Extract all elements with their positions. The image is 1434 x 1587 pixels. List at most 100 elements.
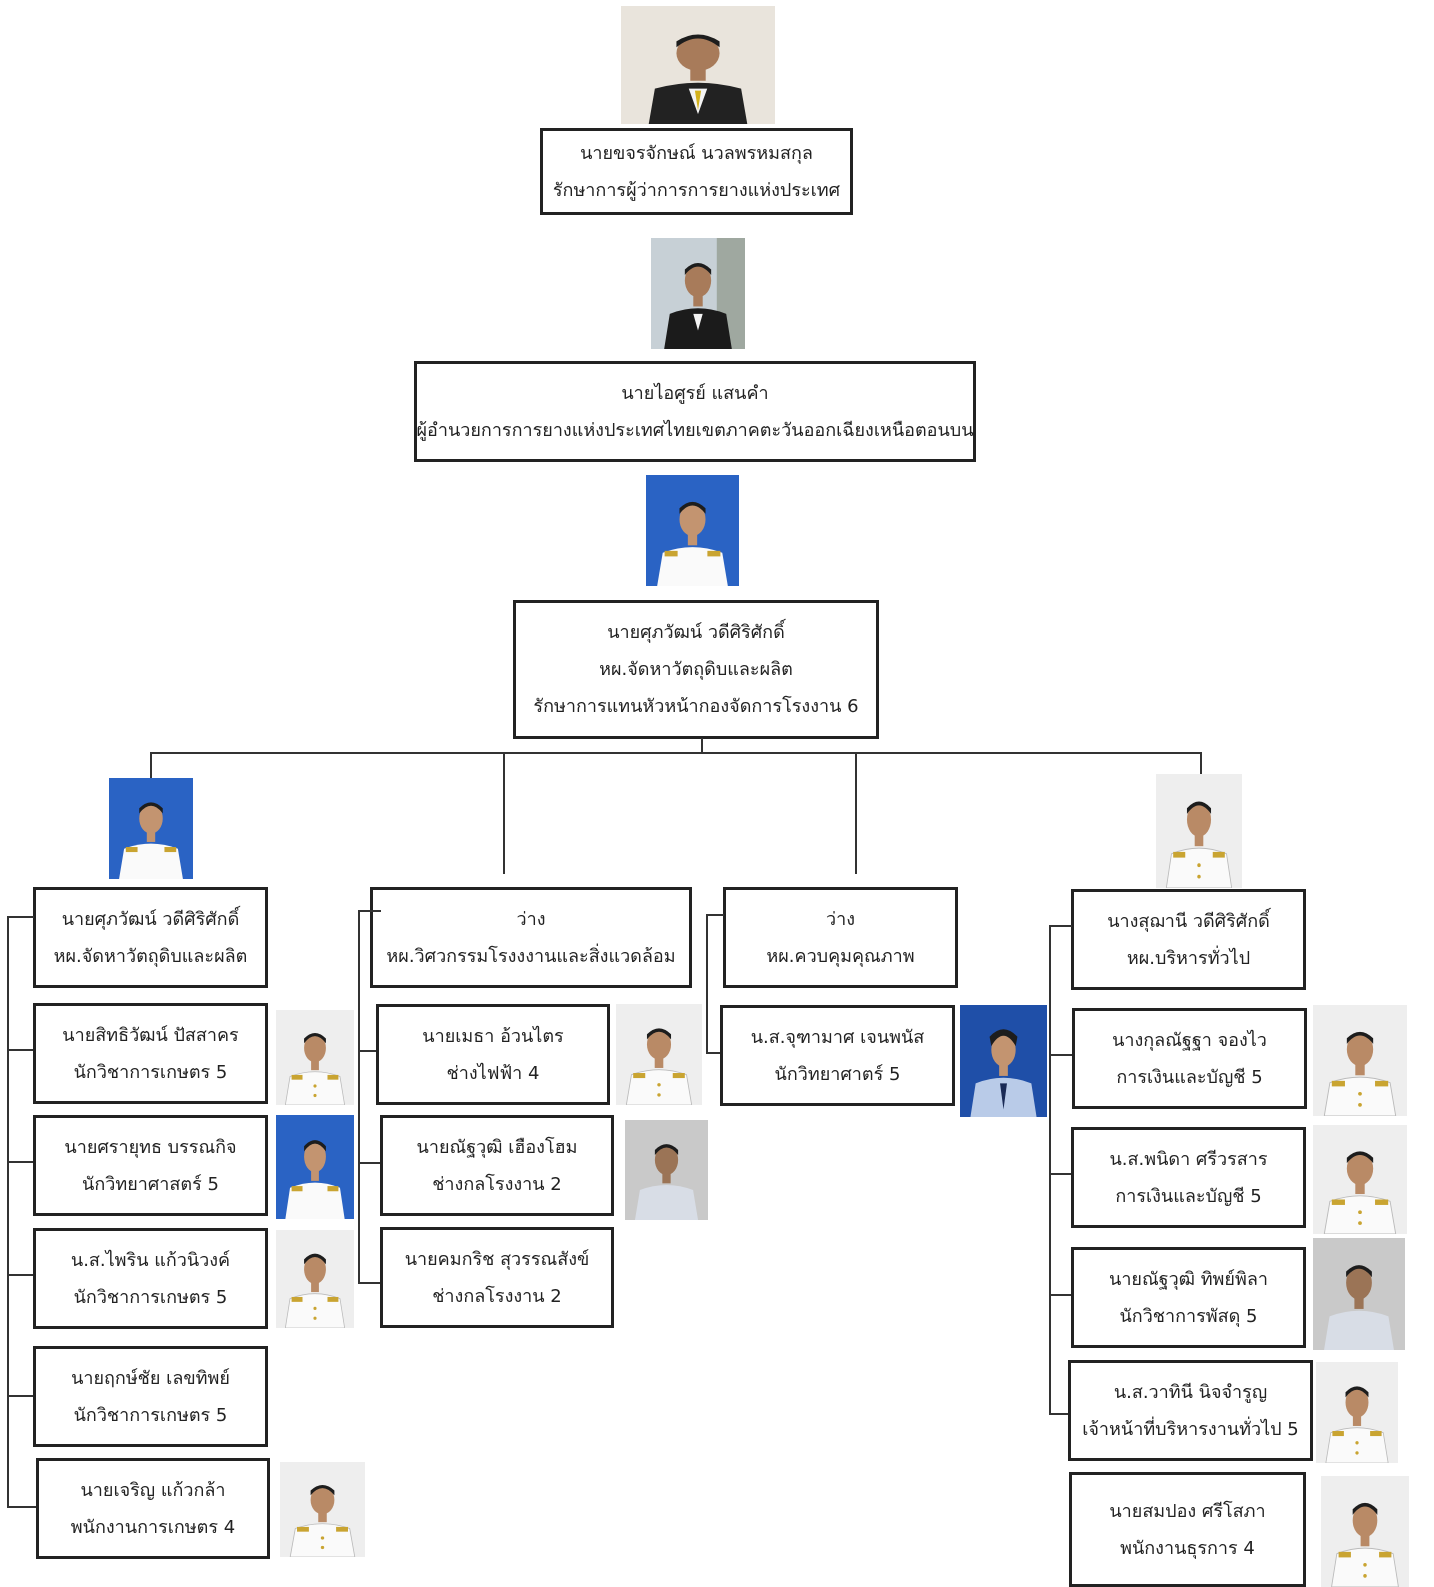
director-title: ผู้อำนวยการการยางแห่งประเทศไทยเขตภาคตะวั… bbox=[416, 419, 974, 441]
manager-line3: รักษาการแทนหัวหน้ากองจัดการโรงงาน 6 bbox=[533, 696, 859, 717]
connector-line bbox=[1049, 1294, 1072, 1296]
staff-name: นายณัฐวุฒิ ทิพย์พิลา bbox=[1109, 1268, 1268, 1290]
connector-line bbox=[1049, 925, 1072, 927]
staff-name: นายเจริญ แก้วกล้า bbox=[80, 1479, 226, 1501]
col1-head-photo bbox=[109, 778, 193, 879]
director-photo bbox=[651, 238, 745, 349]
connector-line bbox=[1049, 925, 1051, 1415]
connector-line bbox=[7, 1395, 34, 1397]
top-photo bbox=[621, 6, 775, 124]
col3-head-node: ว่าง หผ.ควบคุมคุณภาพ bbox=[723, 887, 958, 988]
staff-title: พนักงานธุรการ 4 bbox=[1120, 1537, 1255, 1559]
connector-line bbox=[1049, 1173, 1072, 1175]
connector-line bbox=[150, 752, 152, 778]
col3-head-title: หผ.ควบคุมคุณภาพ bbox=[766, 945, 915, 967]
staff-title: นักวิทยาศาตร์ 5 bbox=[774, 1063, 901, 1085]
person-photo-icon bbox=[625, 1120, 708, 1220]
top-name: นายขจรจักษณ์ นวลพรหมสกุล bbox=[580, 142, 813, 164]
staff-name: นายณัฐวุฒิ เฮืองโฮม bbox=[416, 1136, 578, 1158]
staff-name: นายสิทธิวัฒน์ ปัสสาคร bbox=[62, 1024, 239, 1046]
staff-title: ช่างกลโรงงาน 2 bbox=[432, 1173, 562, 1195]
col2-head-title: หผ.วิศวกรรมโรงงงานและสิ่งแวดล้อม bbox=[386, 945, 676, 967]
staff-title: นักวิทยาศาสตร์ 5 bbox=[82, 1173, 219, 1195]
col4-staff-node: น.ส.วาทินี นิจจำรูญ เจ้าหน้าที่บริหารงาน… bbox=[1068, 1360, 1313, 1461]
staff-photo bbox=[1313, 1125, 1407, 1234]
connector-line bbox=[855, 752, 857, 874]
person-photo-icon bbox=[1321, 1476, 1409, 1587]
connector-line bbox=[7, 916, 9, 1508]
staff-title: ช่างไฟฟ้า 4 bbox=[446, 1062, 540, 1084]
col1-head-node: นายศุภวัฒน์ วดีศิริศักดิ์ หผ.จัดหาวัตถุด… bbox=[33, 887, 268, 988]
person-photo-icon bbox=[1313, 1238, 1405, 1350]
staff-photo bbox=[276, 1115, 354, 1219]
connector-line bbox=[7, 1161, 34, 1163]
person-photo-icon bbox=[1316, 1362, 1398, 1463]
person-photo-icon bbox=[109, 778, 193, 879]
connector-line bbox=[358, 1282, 380, 1284]
col1-staff-node: นายศรายุทธ บรรณกิจ นักวิทยาศาสตร์ 5 bbox=[33, 1115, 268, 1216]
connector-line bbox=[358, 910, 381, 912]
director-name: นายไอศูรย์ แสนคำ bbox=[621, 382, 769, 404]
manager-photo bbox=[646, 475, 739, 586]
connector-line bbox=[706, 914, 708, 1054]
connector-line bbox=[1049, 1054, 1072, 1056]
connector-line bbox=[358, 1050, 376, 1052]
person-photo-icon bbox=[276, 1230, 354, 1328]
connector-line bbox=[706, 1052, 721, 1054]
connector-line bbox=[7, 1506, 37, 1508]
col1-staff-node: นายฤกษ์ชัย เลขทิพย์ นักวิชาการเกษตร 5 bbox=[33, 1346, 268, 1447]
top-title: รักษาการผู้ว่าการการยางแห่งประเทศ bbox=[552, 179, 841, 201]
staff-title: การเงินและบัญชี 5 bbox=[1116, 1066, 1263, 1088]
staff-name: นายเมธา อ้วนไตร bbox=[422, 1025, 564, 1047]
col2-staff-node: นายคมกริช สุวรรณสังข์ ช่างกลโรงงาน 2 bbox=[380, 1227, 614, 1328]
staff-name: น.ส.จุฑามาศ เจนพนัส bbox=[750, 1026, 925, 1048]
staff-title: นักวิชาการเกษตร 5 bbox=[73, 1286, 228, 1308]
staff-photo bbox=[960, 1005, 1047, 1117]
connector-line bbox=[358, 910, 360, 1283]
person-photo-icon bbox=[280, 1462, 365, 1557]
staff-photo bbox=[280, 1462, 365, 1557]
staff-photo bbox=[276, 1010, 354, 1105]
connector-line bbox=[503, 752, 505, 874]
person-photo-icon bbox=[646, 475, 739, 586]
col4-staff-node: น.ส.พนิดา ศรีวรสาร การเงินและบัญชี 5 bbox=[1071, 1127, 1306, 1228]
col1-staff-node: นายสิทธิวัฒน์ ปัสสาคร นักวิชาการเกษตร 5 bbox=[33, 1003, 268, 1104]
staff-photo bbox=[1316, 1362, 1398, 1463]
col1-head-title: หผ.จัดหาวัตถุดิบและผลิต bbox=[53, 945, 248, 967]
connector-line bbox=[706, 914, 724, 916]
staff-photo bbox=[1313, 1238, 1405, 1350]
col2-head-name: ว่าง bbox=[516, 908, 546, 930]
connector-line bbox=[701, 738, 703, 753]
person-photo-icon bbox=[1156, 774, 1242, 888]
connector-line bbox=[7, 1049, 34, 1051]
person-photo-icon bbox=[276, 1115, 354, 1219]
manager-name: นายศุภวัฒน์ วดีศิริศักดิ์ bbox=[607, 622, 785, 643]
col1-head-name: นายศุภวัฒน์ วดีศิริศักดิ์ bbox=[61, 908, 240, 930]
staff-title: การเงินและบัญชี 5 bbox=[1115, 1185, 1262, 1207]
col4-staff-node: นางกุลณัฐฐา จองไว การเงินและบัญชี 5 bbox=[1072, 1008, 1307, 1109]
col4-head-photo bbox=[1156, 774, 1242, 888]
staff-name: นายฤกษ์ชัย เลขทิพย์ bbox=[71, 1367, 230, 1389]
col3-head-name: ว่าง bbox=[825, 908, 855, 930]
staff-title: ช่างกลโรงงาน 2 bbox=[432, 1285, 562, 1307]
connector-line bbox=[7, 916, 34, 918]
staff-name: น.ส.วาทินี นิจจำรูญ bbox=[1113, 1381, 1268, 1403]
staff-title: เจ้าหน้าที่บริหารงานทั่วไป 5 bbox=[1082, 1418, 1299, 1440]
col4-staff-node: นายสมปอง ศรีโสภา พนักงานธุรการ 4 bbox=[1069, 1472, 1306, 1587]
col2-head-node: ว่าง หผ.วิศวกรรมโรงงงานและสิ่งแวดล้อม bbox=[370, 887, 692, 988]
col3-staff-node: น.ส.จุฑามาศ เจนพนัส นักวิทยาศาตร์ 5 bbox=[720, 1005, 955, 1106]
connector-line bbox=[7, 1274, 34, 1276]
staff-photo bbox=[276, 1230, 354, 1328]
manager-node: นายศุภวัฒน์ วดีศิริศักดิ์ หผ.จัดหาวัตถุด… bbox=[513, 600, 879, 739]
staff-name: นายศรายุทธ บรรณกิจ bbox=[64, 1136, 237, 1158]
staff-title: นักวิชาการเกษตร 5 bbox=[73, 1404, 228, 1426]
col2-staff-node: นายณัฐวุฒิ เฮืองโฮม ช่างกลโรงงาน 2 bbox=[380, 1115, 614, 1216]
connector-line bbox=[1049, 1413, 1068, 1415]
staff-title: พนักงานการเกษตร 4 bbox=[70, 1516, 236, 1538]
col2-staff-node: นายเมธา อ้วนไตร ช่างไฟฟ้า 4 bbox=[376, 1004, 610, 1105]
staff-name: นายสมปอง ศรีโสภา bbox=[1109, 1500, 1266, 1522]
connector-line bbox=[1200, 752, 1202, 774]
staff-photo bbox=[625, 1120, 708, 1220]
col4-head-name: นางสุฌานี วดีศิริศักดิ์ bbox=[1107, 910, 1270, 932]
col4-staff-node: นายณัฐวุฒิ ทิพย์พิลา นักวิชาการพัสดุ 5 bbox=[1071, 1247, 1306, 1348]
